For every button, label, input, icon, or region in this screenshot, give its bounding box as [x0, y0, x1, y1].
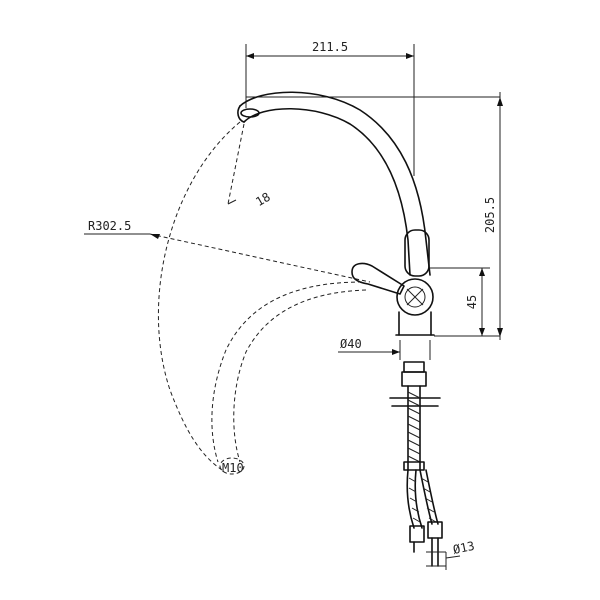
swing-arc [157, 121, 367, 475]
base-diameter-label: Ø40 [340, 337, 362, 351]
base-diameter-dimension: Ø40 [338, 337, 431, 360]
faucet-body [351, 229, 435, 336]
angle-label: 18 [253, 190, 273, 209]
reach-dimension: 211.5 [245, 40, 415, 176]
radius-dimension: R302.5 [84, 219, 371, 283]
top-reference-line: 205.5 [246, 92, 503, 340]
spout [237, 91, 431, 276]
shank [389, 361, 441, 471]
lever-height-label: 45 [465, 295, 479, 309]
lever-height-dimension: 45 [430, 267, 500, 337]
hoses [406, 469, 443, 567]
hose-thread-label: M10 [222, 461, 244, 475]
hose-tip-label: Ø13 [452, 539, 476, 557]
reach-label: 211.5 [312, 40, 348, 54]
height-label: 205.5 [483, 197, 497, 233]
hose-tip-dimension: Ø13 [426, 539, 476, 570]
hose-thread-marker: M10 [222, 461, 244, 475]
radius-label: R302.5 [88, 219, 131, 233]
spout-angle-indicator: 18 [227, 123, 273, 209]
